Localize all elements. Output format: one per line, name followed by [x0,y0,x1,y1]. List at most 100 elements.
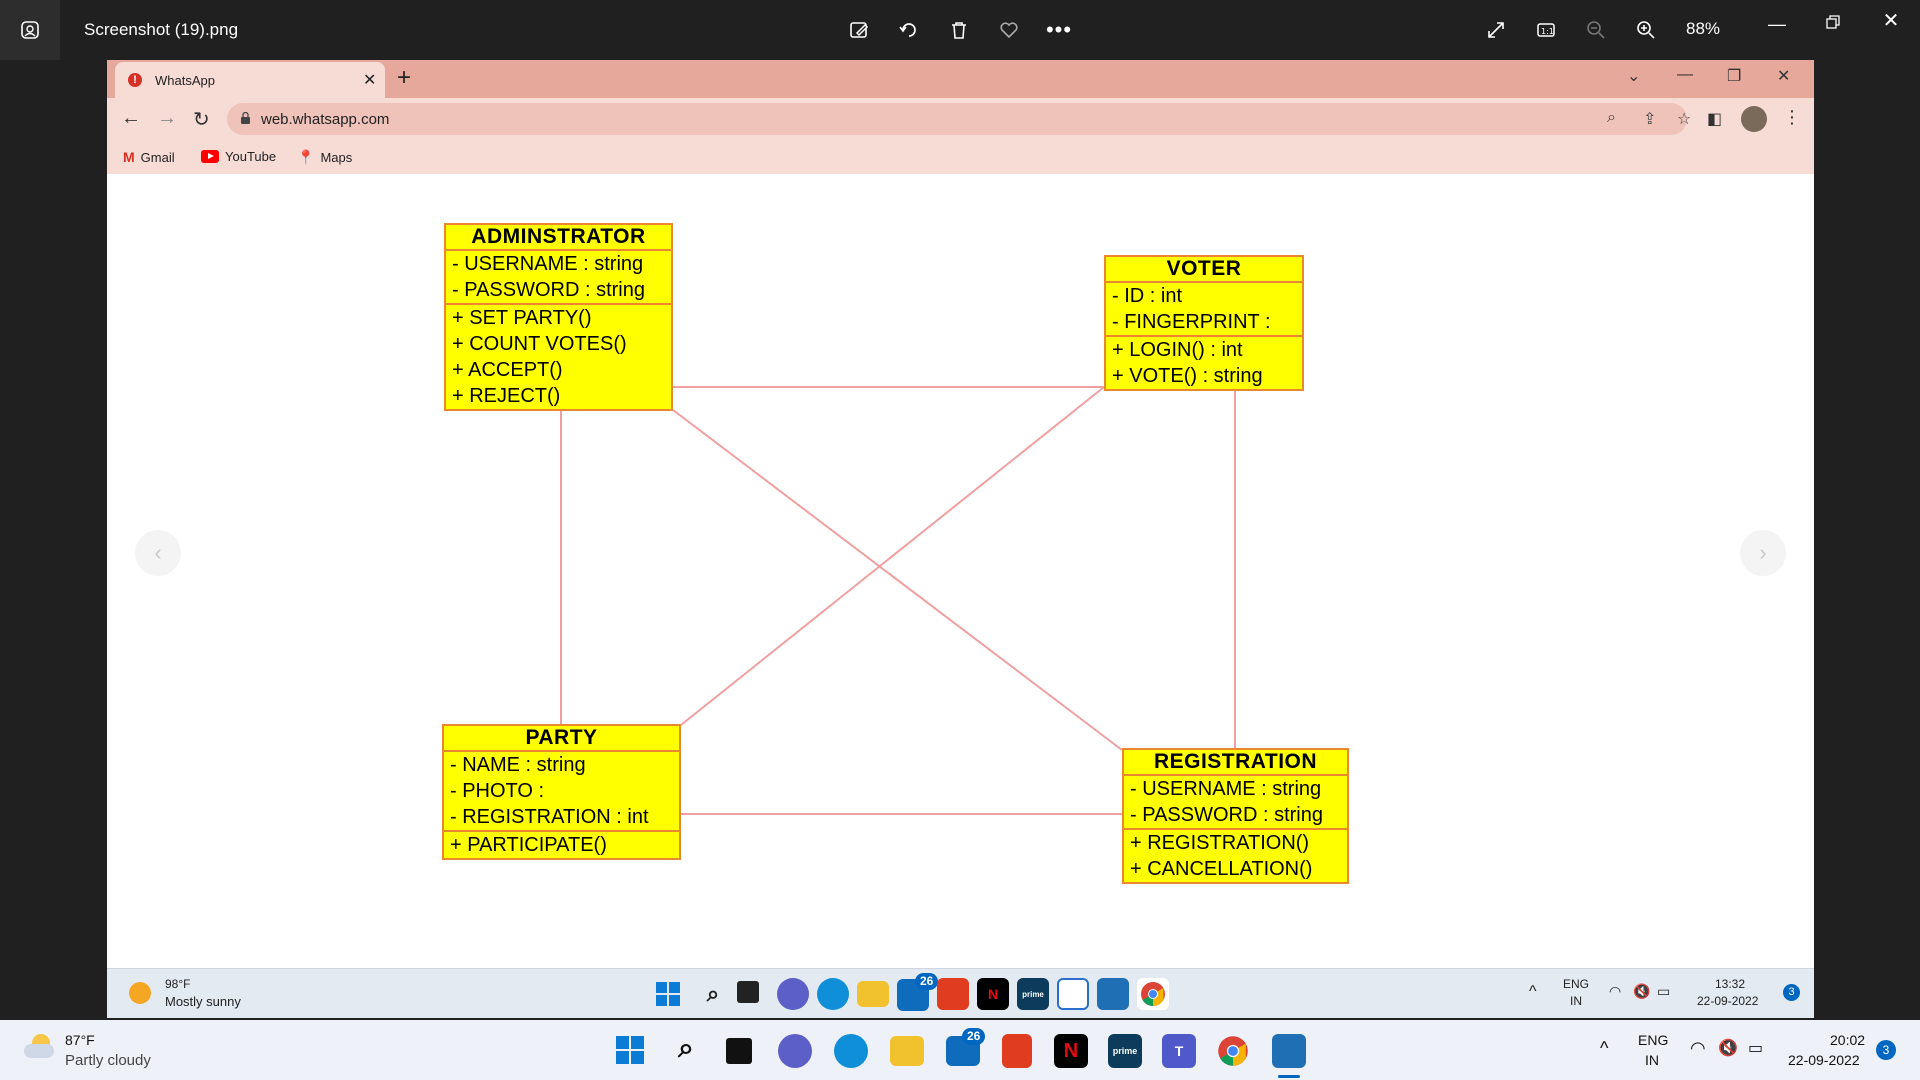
partly-cloudy-icon [24,1034,56,1060]
method: + CANCELLATION() [1130,858,1313,880]
start-icon[interactable] [652,978,684,1010]
reload-icon[interactable]: ↻ [193,109,210,131]
favorite-icon[interactable] [992,14,1026,46]
language[interactable]: ENG [1638,1032,1669,1048]
rotate-icon[interactable] [892,14,926,46]
volume-muted-icon[interactable]: 🔇 [1633,983,1651,999]
prime-video-icon[interactable]: prime [1108,1034,1142,1068]
region[interactable]: IN [1645,1052,1659,1068]
browser-close-icon[interactable]: ✕ [1777,68,1791,85]
language[interactable]: ENG [1563,977,1590,991]
tray-overflow-icon[interactable]: ^ [1529,983,1537,1000]
bookmark-star-icon[interactable]: ☆ [1677,111,1692,128]
url-text[interactable]: web.whatsapp.com [261,111,390,128]
wifi-icon[interactable]: ◠ [1609,983,1622,999]
netflix-icon[interactable]: N [1054,1034,1088,1068]
notification-badge[interactable]: 3 [1783,984,1800,1001]
tab-whatsapp[interactable]: ! WhatsApp ✕ [115,62,385,98]
tab-search-icon[interactable]: ⌄ [1627,68,1641,85]
edit-image-icon[interactable] [842,14,876,46]
zoom-out-icon[interactable] [1579,14,1613,46]
office-icon[interactable] [1002,1034,1032,1068]
class-name: VOTER [1106,257,1302,283]
zoom-level[interactable]: 88% [1686,19,1721,38]
address-bar[interactable]: web.whatsapp.com ⌕ ⇪ ☆ [227,103,1691,135]
close-window-icon[interactable]: ✕ [1882,9,1900,32]
bookmark-youtube[interactable]: YouTube [201,149,276,164]
prime-video-icon[interactable]: prime [1017,978,1049,1010]
file-explorer-icon[interactable] [857,981,889,1007]
side-panel-icon[interactable]: ◧ [1707,111,1723,128]
clock-time[interactable]: 20:02 [1830,1032,1866,1048]
maps-pin-icon: 📍 [297,149,315,165]
start-icon[interactable] [614,1034,646,1066]
mail-badge: 26 [962,1028,986,1045]
bookmark-maps[interactable]: 📍 Maps [297,149,353,165]
profile-avatar[interactable] [1741,106,1767,132]
weather-desc: Mostly sunny [165,994,241,1009]
clock-date[interactable]: 22-09-2022 [1788,1052,1860,1068]
attribute: - PASSWORD : string [452,279,645,301]
photos-app-icon[interactable] [0,0,60,60]
restore-window-icon[interactable] [1816,6,1850,38]
attributes-section: - USERNAME : string - PASSWORD : string [1124,776,1347,830]
captured-taskbar: 98°F Mostly sunny ⌕ 26 N prime ^ ENG IN … [107,968,1814,1018]
chrome-icon[interactable] [1216,1034,1250,1068]
svg-text:1:1: 1:1 [1541,27,1554,36]
tab-strip: ! WhatsApp ✕ + ⌄ — ❐ ✕ [107,60,1814,98]
zoom-in-icon[interactable] [1629,14,1663,46]
netflix-icon[interactable]: N [977,978,1009,1010]
edge-icon[interactable] [834,1034,868,1068]
office-icon[interactable] [937,978,969,1010]
teams-icon[interactable]: T [1162,1034,1196,1068]
actual-size-icon[interactable]: 1:1 [1529,14,1563,46]
chrome-icon[interactable] [1137,978,1169,1010]
wifi-icon[interactable]: ◠ [1690,1038,1706,1058]
task-view-icon[interactable] [726,1038,752,1064]
method: + LOGIN() : int [1112,339,1243,361]
method: + REGISTRATION() [1130,832,1310,854]
attributes-section: - USERNAME : string - PASSWORD : string [446,251,671,305]
share-icon[interactable]: ⇪ [1643,111,1657,128]
volume-muted-icon[interactable]: 🔇 [1718,1040,1738,1057]
battery-icon[interactable]: ▭ [1748,1040,1764,1057]
class-name: ADMINSTRATOR [446,225,671,251]
photos-viewer-titlebar: Screenshot (19).png ••• 1:1 88% — ✕ [0,0,1920,60]
photos-icon[interactable] [1097,978,1129,1010]
file-explorer-icon[interactable] [890,1036,924,1066]
tab-close-icon[interactable]: ✕ [363,72,377,89]
browser-menu-icon[interactable]: ⋮ [1783,107,1801,127]
next-image-icon[interactable]: › [1740,530,1786,576]
previous-image-icon[interactable]: ‹ [135,530,181,576]
region[interactable]: IN [1570,994,1582,1008]
back-icon[interactable]: ← [121,107,141,129]
methods-section: + SET PARTY() + COUNT VOTES() + ACCEPT()… [446,305,671,409]
clock-date[interactable]: 22-09-2022 [1697,994,1759,1008]
fullscreen-icon[interactable] [1479,14,1513,46]
edge-icon[interactable] [817,978,849,1010]
tray-overflow-icon[interactable]: ^ [1600,1038,1609,1058]
browser-minimize-icon[interactable]: — [1677,66,1693,83]
class-party: PARTY - NAME : string - PHOTO : - REGIST… [442,724,681,860]
chat-icon[interactable] [777,978,809,1010]
battery-icon[interactable]: ▭ [1657,983,1671,999]
more-options-icon[interactable]: ••• [1045,17,1073,42]
attribute: - ID : int [1112,285,1183,307]
forward-icon[interactable]: → [157,107,177,129]
bookmark-gmail[interactable]: M Gmail [123,149,175,165]
browser-restore-icon[interactable]: ❐ [1727,68,1742,85]
zoom-page-icon[interactable]: ⌕ [1607,109,1616,126]
search-icon[interactable]: ⌕ [706,981,720,1006]
image-filename: Screenshot (19).png [84,20,239,39]
chat-icon[interactable] [778,1034,812,1068]
clock-time[interactable]: 13:32 [1715,977,1746,991]
notification-badge[interactable]: 3 [1876,1040,1896,1060]
new-tab-button[interactable]: + [397,64,412,91]
app-icon[interactable] [1057,978,1089,1010]
delete-icon[interactable] [942,14,976,46]
minimize-window-icon[interactable]: — [1768,13,1786,34]
photos-icon[interactable] [1272,1034,1306,1068]
search-icon[interactable]: ⌕ [678,1031,694,1063]
task-view-icon[interactable] [737,981,759,1003]
class-voter: VOTER - ID : int - FINGERPRINT : + LOGIN… [1104,255,1304,391]
